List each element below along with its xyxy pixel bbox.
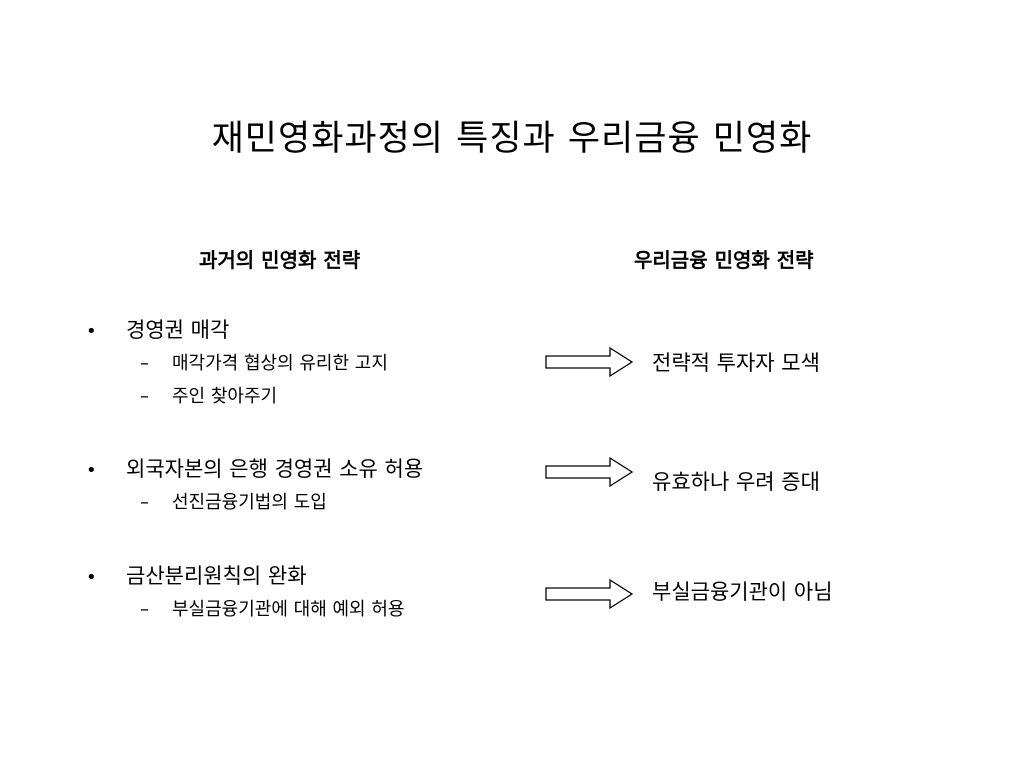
right-column-header: 우리금융 민영화 전략 — [634, 248, 814, 272]
dash-icon: – — [140, 386, 149, 407]
bullet-icon: • — [86, 567, 97, 588]
sub-item: – 매각가격 협상의 유리한 고지 — [140, 349, 388, 375]
right-arrow-icon — [545, 346, 634, 378]
sub-item-text: 주인 찾아주기 — [172, 386, 278, 407]
sub-item-text: 부실금융기관에 대해 예외 허용 — [172, 599, 405, 620]
dash-icon: – — [140, 353, 149, 374]
dash-icon: – — [140, 599, 149, 620]
sub-item: – 부실금융기관에 대해 예외 허용 — [140, 595, 404, 621]
sub-item: – 선진금융기법의 도입 — [140, 488, 327, 514]
bullet-text: 외국자본의 은행 경영권 소유 허용 — [126, 457, 424, 481]
sub-item-text: 선진금융기법의 도입 — [172, 492, 327, 513]
slide-title: 재민영화과정의 특징과 우리금융 민영화 — [211, 119, 813, 159]
bullet-icon: • — [86, 321, 97, 342]
bullet-icon: • — [86, 460, 97, 481]
bullet-item: • 경영권 매각 — [86, 314, 229, 344]
right-arrow-icon — [545, 578, 634, 610]
bullet-text: 금산분리원칙의 완화 — [126, 564, 307, 588]
sub-item-text: 매각가격 협상의 유리한 고지 — [172, 353, 388, 374]
left-column-header: 과거의 민영화 전략 — [199, 248, 361, 272]
bullet-text: 경영권 매각 — [126, 318, 230, 342]
result-text: 전략적 투자자 모색 — [652, 351, 820, 375]
right-arrow-icon — [545, 456, 634, 488]
result-text: 부실금융기관이 아님 — [652, 580, 833, 604]
dash-icon: – — [140, 492, 149, 513]
bullet-item: • 외국자본의 은행 경영권 소유 허용 — [86, 453, 423, 483]
result-text: 유효하나 우려 증대 — [652, 470, 820, 494]
bullet-item: • 금산분리원칙의 완화 — [86, 560, 307, 590]
sub-item: – 주인 찾아주기 — [140, 382, 277, 408]
